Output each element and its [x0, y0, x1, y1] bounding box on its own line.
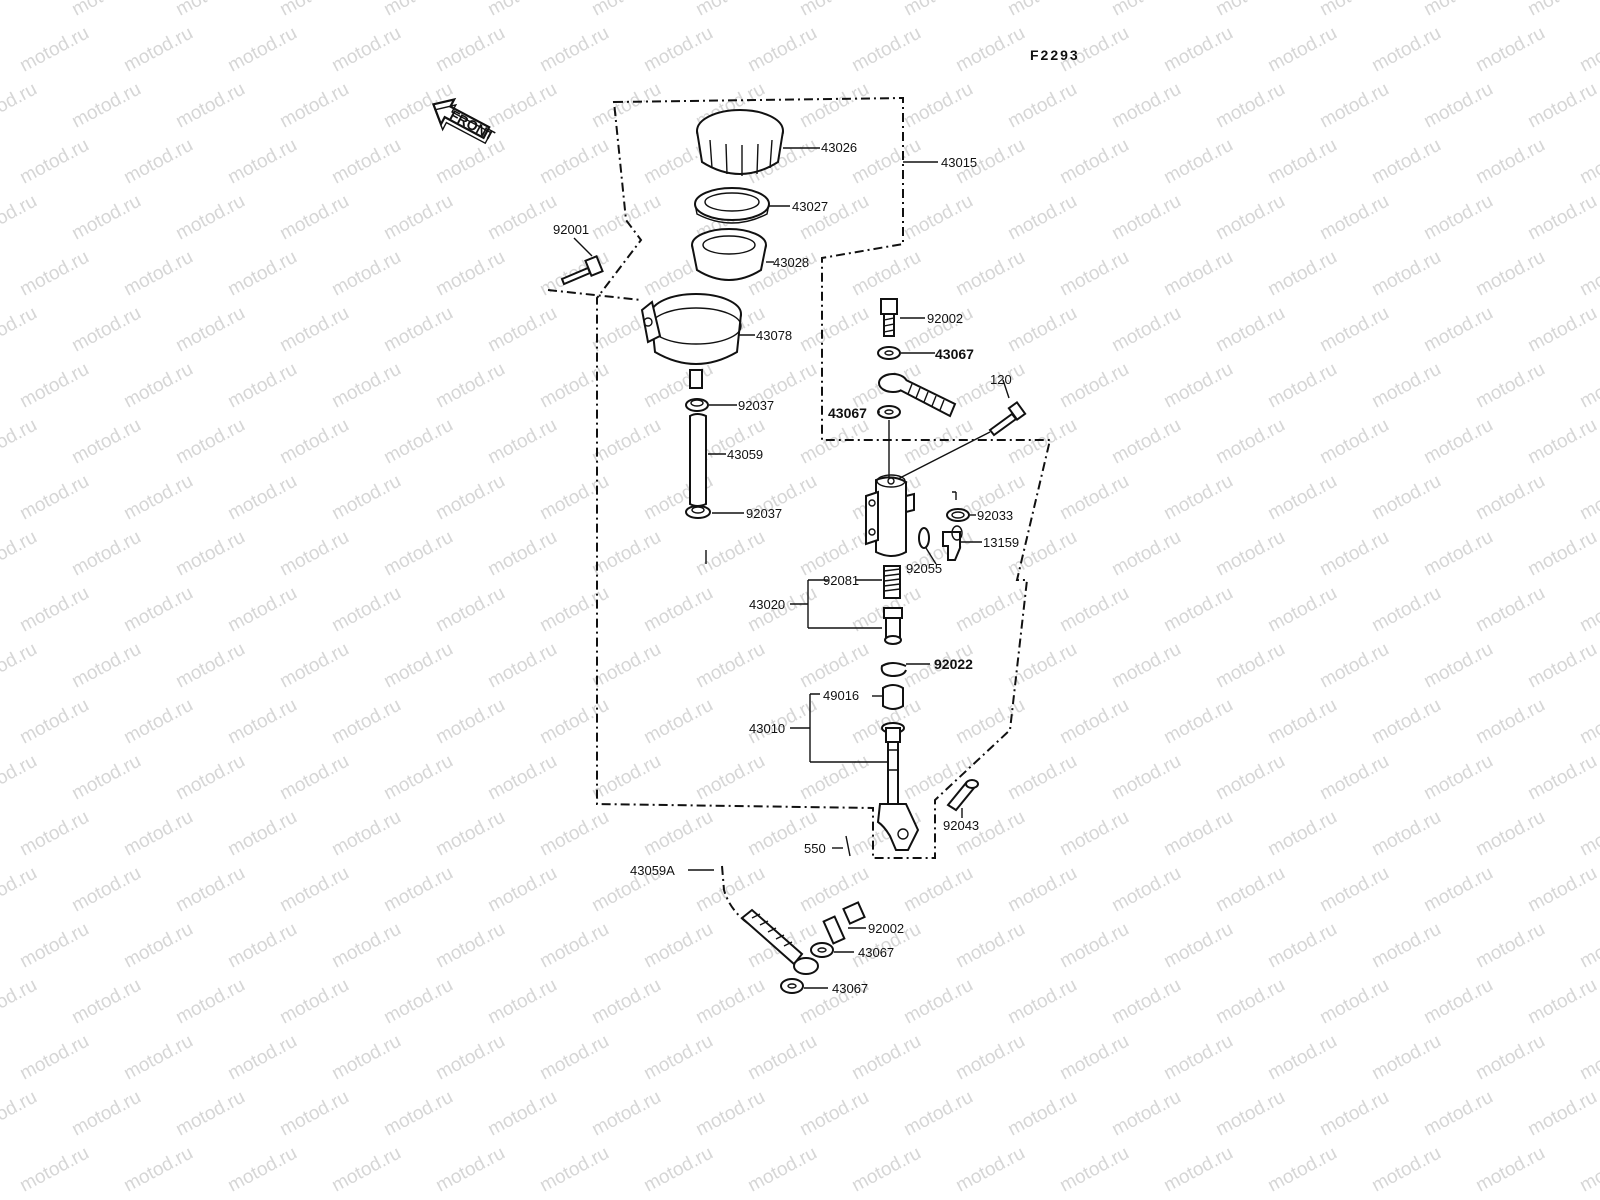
- cotter-pin-550: [845, 835, 851, 857]
- hose-clamp-92037-top: [685, 398, 709, 412]
- label-92037-top: 92037: [738, 398, 774, 413]
- label-49016: 49016: [823, 688, 859, 703]
- label-13159: 13159: [983, 535, 1019, 550]
- o-ring-92055: [918, 527, 930, 549]
- label-92033: 92033: [977, 508, 1013, 523]
- label-43059: 43059: [727, 447, 763, 462]
- label-92002-bottom: 92002: [868, 921, 904, 936]
- hose-clamp-92037-bottom: [685, 505, 711, 519]
- circlip-92022: [880, 662, 907, 678]
- label-43028: 43028: [773, 255, 809, 270]
- label-550: 550: [804, 841, 826, 856]
- elbow-fitting-13159: [942, 525, 963, 561]
- washer-43067-a: [877, 346, 901, 360]
- o-ring-92033: [946, 491, 970, 522]
- label-43059A: 43059A: [630, 863, 675, 878]
- label-43020: 43020: [749, 597, 785, 612]
- label-43027: 43027: [792, 199, 828, 214]
- diaphragm-plate-43027: [694, 187, 770, 224]
- part-number-labels: 43026 43015 43027 92001 43028 92002 4307…: [553, 140, 1019, 996]
- reservoir-bolt-guide: [547, 289, 642, 301]
- label-120: 120: [990, 372, 1012, 387]
- push-rod-43010: [876, 722, 920, 851]
- label-43067-c: 43067: [858, 945, 894, 960]
- piston: [883, 607, 903, 645]
- clevis-pin-92043: [946, 779, 979, 812]
- label-92002-top: 92002: [927, 311, 963, 326]
- label-92001: 92001: [553, 222, 589, 237]
- label-92037-bottom: 92037: [746, 506, 782, 521]
- label-92043: 92043: [943, 818, 979, 833]
- label-43026: 43026: [821, 140, 857, 155]
- lower-banjo-fitting: [740, 908, 819, 975]
- washer-43067-c: [810, 942, 834, 958]
- washer-43067-d: [780, 978, 804, 994]
- reservoir-hose-43059: [689, 413, 707, 507]
- diaphragm-43028: [691, 228, 767, 281]
- leader-lines: [573, 147, 1010, 989]
- label-43010: 43010: [749, 721, 785, 736]
- bolt-120: [891, 401, 1027, 483]
- label-43067-a: 43067: [935, 346, 974, 362]
- bolt-92001: [560, 255, 604, 286]
- label-43067-d: 43067: [832, 981, 868, 996]
- label-43078: 43078: [756, 328, 792, 343]
- reservoir-43078: [640, 293, 742, 389]
- master-cylinder-body: [865, 474, 915, 557]
- reservoir-cap-43026: [696, 109, 784, 176]
- label-43067-b: 43067: [828, 405, 867, 421]
- washer-43067-b: [877, 405, 901, 419]
- label-43015: 43015: [941, 155, 977, 170]
- label-92081: 92081: [823, 573, 859, 588]
- banjo-fitting: [878, 373, 957, 418]
- label-92022: 92022: [934, 656, 973, 672]
- figure-code: F2293: [1030, 47, 1080, 63]
- label-92055: 92055: [906, 561, 942, 576]
- front-label: FRONT: [447, 107, 497, 144]
- boot-49016: [882, 684, 904, 710]
- banjo-bolt-92002-bottom: [822, 901, 866, 945]
- spring-92081: [883, 565, 901, 599]
- banjo-bolt-92002-top: [880, 298, 898, 337]
- front-arrow-icon: FRONT: [431, 97, 498, 145]
